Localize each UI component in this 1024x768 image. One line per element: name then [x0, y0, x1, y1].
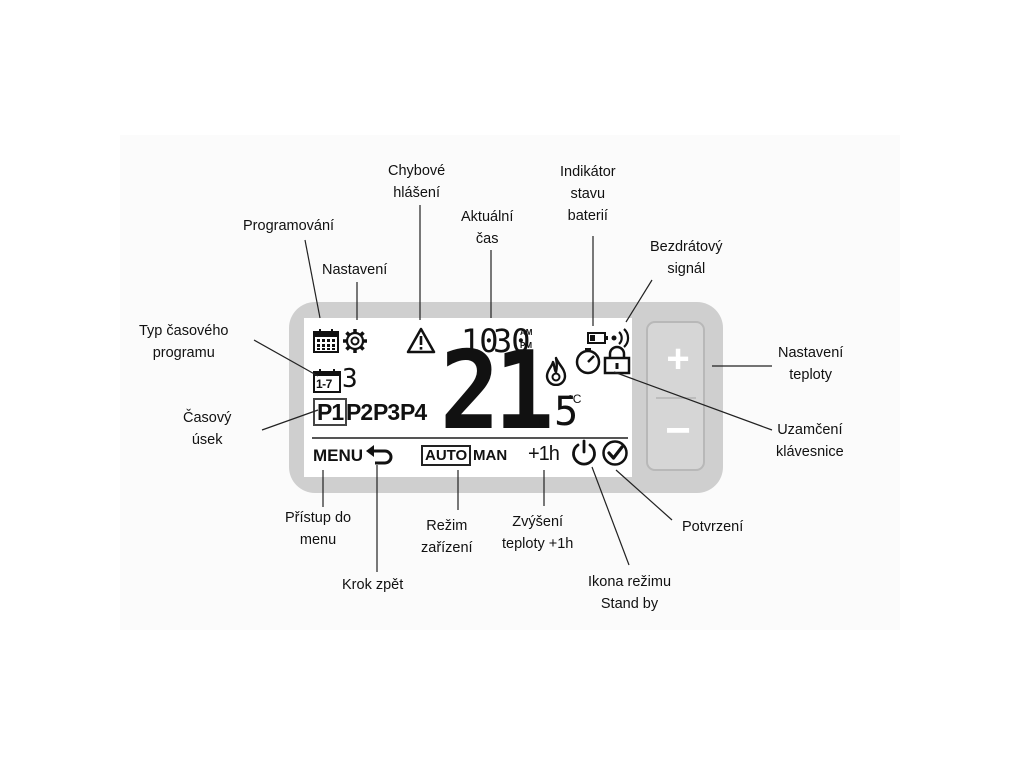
am-indicator: AM [520, 328, 533, 337]
man-mode-label: MAN [473, 447, 508, 464]
back-arrow-icon [366, 445, 393, 465]
pm-indicator: PM [520, 341, 532, 350]
callout-time-slot: Časový úsek [183, 407, 231, 451]
gear-icon [343, 329, 367, 353]
callout-keypad-lock-line1: Uzamčení [777, 422, 843, 438]
plus-button[interactable]: + [666, 337, 690, 381]
callout-program-type-line1: Typ časového [139, 323, 229, 339]
checkmark-icon [602, 440, 628, 466]
callout-program-type: Typ časového programu [139, 320, 228, 364]
callout-menu-access-line1: Přístup do [285, 510, 352, 526]
callout-temp-boost: Zvýšení teploty +1h [502, 511, 573, 555]
callout-current-time-line1: Aktuální [461, 209, 514, 225]
time-hours: 10 [461, 322, 499, 360]
callout-standby-icon-line2: Stand by [600, 596, 659, 612]
period-p3: P3 [373, 399, 400, 425]
callout-settings: Nastavení [322, 259, 387, 281]
callout-wireless-line2: signál [667, 261, 706, 277]
callout-temp-setting: Nastavení teploty [778, 342, 843, 386]
callout-standby-icon: Ikona režimu Stand by [588, 571, 671, 615]
callout-keypad-lock: Uzamčení klávesnice [776, 419, 844, 463]
callout-temp-boost-line2: teploty +1h [502, 536, 574, 552]
flame-icon [545, 356, 567, 386]
callout-temp-boost-line1: Zvýšení [512, 514, 564, 530]
callout-standby-icon-line1: Ikona režimu [588, 574, 672, 590]
wireless-signal-icon [611, 328, 630, 348]
temperature-buttons-panel [646, 321, 705, 471]
temperature-decimal: .5 [530, 389, 579, 435]
lcd-divider-line [312, 437, 628, 439]
callout-step-back-text: Krok zpět [342, 577, 404, 593]
period-p2: P2 [346, 399, 373, 425]
callout-temp-setting-line2: teploty [789, 367, 833, 383]
callout-device-mode: Režim zařízení [421, 515, 473, 559]
timer-icon [575, 348, 601, 375]
callout-wireless-line1: Bezdrátový [650, 239, 723, 255]
callout-device-mode-line2: zařízení [421, 540, 473, 556]
auto-mode-label: AUTO [421, 445, 472, 466]
program-number: 3 [342, 364, 358, 394]
callout-current-time-line2: čas [475, 231, 499, 247]
callout-current-time: Aktuální čas [461, 206, 513, 250]
buttons-divider [656, 397, 696, 399]
callout-menu-access-line2: menu [299, 532, 337, 548]
callout-settings-text: Nastavení [322, 262, 388, 278]
temperature-value: 21 [440, 329, 554, 454]
callout-confirm: Potvrzení [682, 516, 743, 538]
callout-programming-text: Programování [243, 218, 335, 234]
boost-label: +1h [528, 443, 560, 465]
callout-programming: Programování [243, 215, 334, 237]
callout-battery-line2: stavu [570, 186, 606, 202]
time-minutes: 30 [493, 322, 531, 360]
temperature-unit: °C [568, 392, 582, 406]
period-p4: P4 [400, 399, 427, 425]
menu-label: MENU [313, 446, 364, 465]
callout-keypad-lock-line2: klávesnice [776, 444, 844, 460]
callout-battery: Indikátor stavu baterií [560, 161, 616, 227]
callout-error: Chybové hlášení [388, 160, 445, 204]
callout-battery-line3: baterií [567, 208, 608, 224]
callout-time-slot-line2: úsek [191, 432, 223, 448]
callout-device-mode-line1: Režim [426, 518, 468, 534]
callout-battery-line1: Indikátor [560, 164, 616, 180]
program-days-icon [313, 369, 341, 393]
warning-icon [406, 327, 436, 354]
callout-time-slot-line1: Časový [183, 410, 232, 426]
callout-step-back: Krok zpět [342, 574, 403, 596]
callout-confirm-text: Potvrzení [682, 519, 744, 535]
callout-wireless: Bezdrátový signál [650, 236, 723, 280]
callout-error-line1: Chybové [388, 163, 446, 179]
minus-button[interactable]: − [665, 406, 691, 455]
battery-icon [587, 332, 608, 344]
callout-error-line2: hlášení [393, 185, 440, 201]
program-days-label: 1-7 [316, 377, 332, 391]
callout-menu-access: Přístup do menu [285, 507, 351, 551]
callout-temp-setting-line1: Nastavení [778, 345, 844, 361]
power-icon [572, 439, 596, 466]
callout-program-type-line2: programu [152, 345, 215, 361]
calendar-icon [313, 329, 339, 353]
